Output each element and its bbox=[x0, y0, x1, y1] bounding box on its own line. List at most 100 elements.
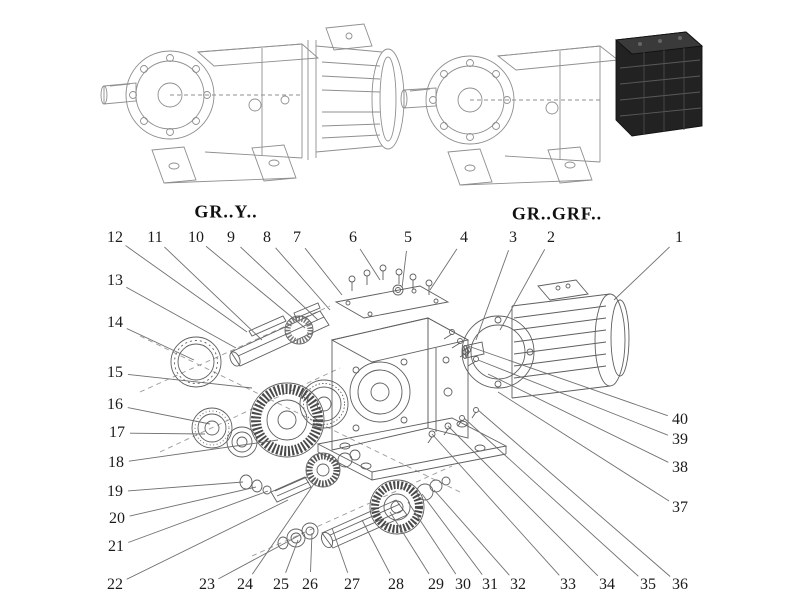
intermediate-gear bbox=[299, 379, 349, 429]
leader-line-29 bbox=[389, 511, 430, 575]
callout-30: 30 bbox=[455, 576, 471, 593]
leader-line-30 bbox=[407, 501, 457, 575]
gearbox-housing bbox=[330, 317, 470, 451]
leader-lines bbox=[125, 245, 671, 580]
leader-line-34 bbox=[447, 425, 599, 577]
callout-29: 29 bbox=[428, 576, 444, 593]
callout-25: 25 bbox=[273, 576, 289, 593]
callout-14: 14 bbox=[107, 314, 123, 331]
callout-28: 28 bbox=[388, 576, 404, 593]
leader-line-5 bbox=[401, 250, 407, 289]
motor-flange-bolts bbox=[443, 329, 479, 367]
callout-16: 16 bbox=[107, 396, 123, 413]
leader-line-21 bbox=[128, 490, 269, 543]
gry-gear-housing bbox=[170, 43, 320, 159]
callout-15: 15 bbox=[107, 364, 123, 381]
leader-line-36 bbox=[477, 409, 671, 577]
model-label-gr-grf: GR..GRF.. bbox=[511, 203, 603, 224]
input-shaft-assembly bbox=[170, 302, 330, 388]
leader-line-33 bbox=[431, 433, 560, 576]
shaft-key-small bbox=[293, 302, 321, 319]
callout-17: 17 bbox=[109, 424, 125, 441]
leader-line-11 bbox=[164, 246, 263, 341]
callout-36: 36 bbox=[672, 576, 688, 593]
motor-terminal-box bbox=[537, 279, 589, 301]
cover-plate bbox=[334, 285, 450, 319]
gry-motor bbox=[307, 23, 405, 160]
pinion-assembly bbox=[239, 449, 361, 503]
callout-9: 9 bbox=[227, 229, 235, 246]
callout-38: 38 bbox=[672, 459, 688, 476]
gearmotor-gry-drawing bbox=[100, 23, 405, 184]
shaft-key bbox=[248, 315, 287, 337]
leader-line-16 bbox=[127, 407, 211, 425]
callout-4: 4 bbox=[460, 229, 468, 246]
leader-line-15 bbox=[127, 373, 253, 389]
gearmotor-grgrf-drawing bbox=[400, 31, 704, 186]
callout-13: 13 bbox=[107, 272, 123, 289]
output-shaft-assembly bbox=[277, 476, 451, 550]
callout-1: 1 bbox=[675, 229, 683, 246]
callout-40: 40 bbox=[672, 411, 688, 428]
callout-19: 19 bbox=[107, 483, 123, 500]
exploded-view-drawing bbox=[139, 264, 630, 557]
callout-34: 34 bbox=[599, 576, 615, 593]
callout-11: 11 bbox=[147, 229, 163, 246]
grgrf-front-flange bbox=[425, 55, 515, 145]
grgrf-output-shaft bbox=[400, 87, 437, 109]
leader-line-18 bbox=[128, 439, 279, 462]
callout-26: 26 bbox=[302, 576, 318, 593]
callout-2: 2 bbox=[547, 229, 555, 246]
bearings bbox=[191, 407, 258, 458]
callout-22: 22 bbox=[107, 576, 123, 593]
leader-line-13 bbox=[126, 286, 237, 349]
gry-terminal-box bbox=[325, 23, 373, 51]
leader-line-20 bbox=[129, 486, 257, 517]
leader-line-22 bbox=[126, 499, 289, 580]
callout-37: 37 bbox=[672, 499, 688, 516]
leader-line-6 bbox=[359, 248, 381, 281]
callout-21: 21 bbox=[108, 538, 124, 555]
assembly-axis-lines bbox=[139, 305, 461, 557]
callout-35: 35 bbox=[640, 576, 656, 593]
exploded-motor bbox=[461, 279, 630, 399]
callout-20: 20 bbox=[109, 510, 125, 527]
leader-line-7 bbox=[304, 247, 343, 296]
leader-line-2 bbox=[499, 249, 546, 331]
leader-line-24 bbox=[251, 477, 319, 575]
housing-fasteners bbox=[427, 407, 479, 444]
leader-line-32 bbox=[433, 489, 510, 576]
callout-24: 24 bbox=[237, 576, 253, 593]
leader-line-12 bbox=[125, 245, 248, 333]
callout-31: 31 bbox=[482, 576, 498, 593]
leader-line-17 bbox=[129, 432, 206, 435]
callout-8: 8 bbox=[263, 229, 271, 246]
leader-line-10 bbox=[205, 245, 306, 329]
gry-mounting-feet bbox=[151, 144, 297, 184]
leader-line-8 bbox=[275, 247, 331, 311]
leader-line-31 bbox=[421, 493, 483, 575]
grgrf-gear-housing bbox=[470, 45, 620, 163]
grgrf-mounting-feet bbox=[447, 146, 593, 186]
cover-screws bbox=[348, 264, 433, 296]
callout-27: 27 bbox=[344, 576, 360, 593]
callout-6: 6 bbox=[349, 229, 357, 246]
callout-3: 3 bbox=[509, 229, 517, 246]
callout-18: 18 bbox=[108, 454, 124, 471]
leader-line-14 bbox=[126, 328, 195, 361]
callout-10: 10 bbox=[188, 229, 204, 246]
leader-line-19 bbox=[127, 481, 244, 492]
leader-line-4 bbox=[429, 248, 458, 291]
leader-line-25 bbox=[285, 539, 299, 573]
callout-23: 23 bbox=[199, 576, 215, 593]
callout-39: 39 bbox=[672, 431, 688, 448]
leader-line-40 bbox=[467, 345, 668, 417]
callout-33: 33 bbox=[560, 576, 576, 593]
callout-7: 7 bbox=[293, 229, 301, 246]
gry-front-flange bbox=[125, 50, 215, 140]
leader-line-37 bbox=[497, 391, 670, 502]
grgrf-dark-motor-block bbox=[614, 31, 704, 137]
